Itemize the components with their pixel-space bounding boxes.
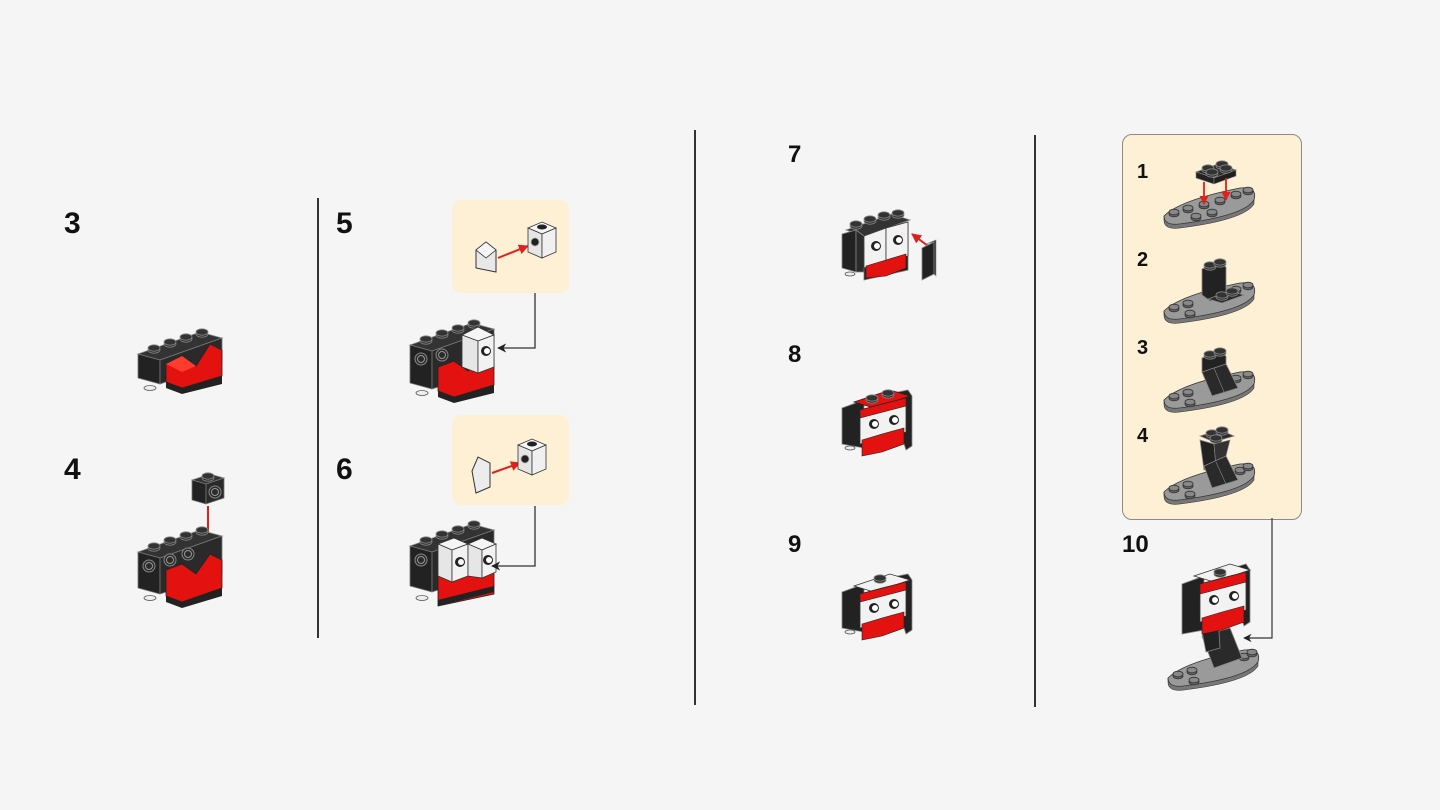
sub-step-number-2: 2 [1137, 249, 1149, 271]
step-number-7: 7 [788, 141, 802, 168]
step-number-6: 6 [336, 453, 353, 486]
step-4-illustration [136, 472, 226, 608]
step-8-illustration [841, 389, 913, 457]
step-number-8: 8 [788, 341, 802, 368]
step-number-10: 10 [1122, 531, 1149, 558]
step-7-illustration [841, 209, 937, 281]
step-9-illustration [841, 573, 913, 641]
column-divider-3 [1034, 135, 1036, 707]
step-10-illustration [1167, 518, 1273, 691]
sub-step-2-illustration [1163, 258, 1256, 324]
step-3-illustration [136, 328, 224, 394]
step-6-callout-illustration [471, 438, 548, 494]
sub-step-number-1: 1 [1137, 161, 1149, 183]
step-number-5: 5 [336, 207, 353, 240]
step-6-illustration [408, 506, 536, 607]
step-number-4: 4 [64, 453, 81, 486]
column-divider-1 [317, 198, 319, 638]
sub-step-1-illustration [1163, 160, 1256, 229]
callout-step-6 [452, 415, 569, 505]
step-5-illustration [408, 293, 536, 403]
step-number-3: 3 [64, 207, 81, 240]
step-5-callout-illustration [475, 221, 558, 273]
column-divider-2 [694, 130, 696, 705]
sub-step-number-3: 3 [1137, 337, 1149, 359]
sub-step-4-illustration [1163, 426, 1256, 505]
sub-step-3-illustration [1163, 347, 1256, 413]
step-number-9: 9 [788, 531, 802, 558]
sub-step-number-4: 4 [1137, 425, 1149, 447]
